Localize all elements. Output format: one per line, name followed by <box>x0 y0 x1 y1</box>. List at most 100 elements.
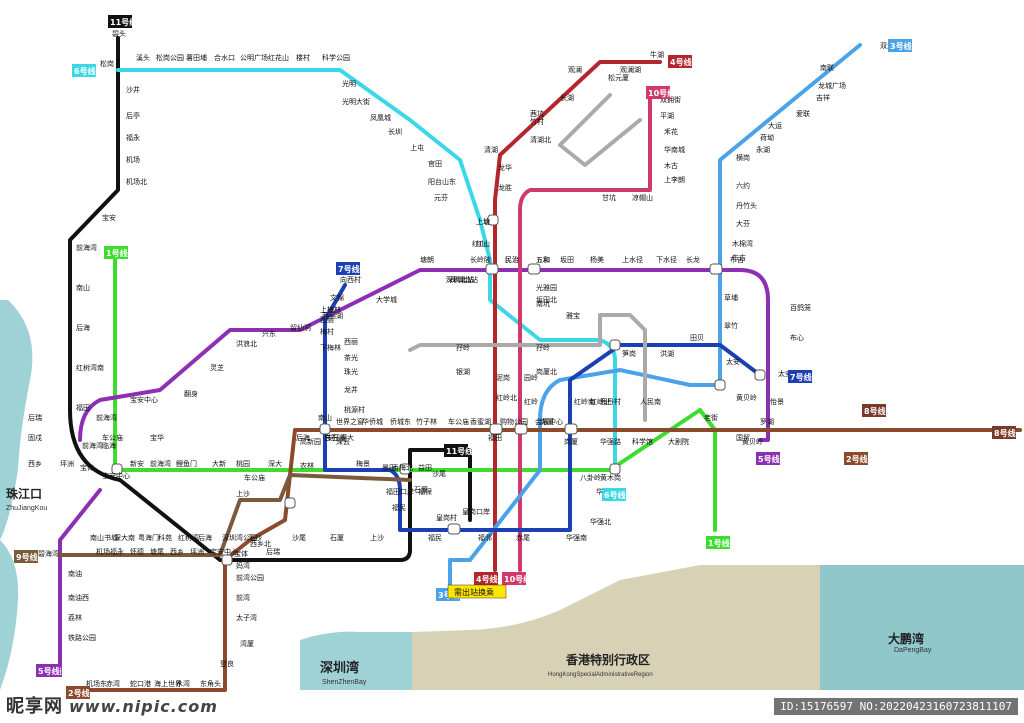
station-label[interactable]: 登良 <box>220 659 234 668</box>
station-label[interactable]: 湾厦 <box>240 639 254 648</box>
station-label[interactable]: 妈湾 <box>236 561 250 570</box>
station-label[interactable]: 楼村 <box>296 53 310 62</box>
interchange-marker[interactable] <box>111 463 123 475</box>
station-label[interactable]: 红树湾南 <box>76 363 104 372</box>
station-label[interactable]: 南油 <box>68 569 82 578</box>
station-label[interactable]: 福田口岸 <box>386 487 414 496</box>
station-label[interactable]: 杨美 <box>590 255 604 264</box>
station-label[interactable]: 民治 <box>505 255 519 264</box>
station-label[interactable]: 前湾公园 <box>236 573 264 582</box>
station-label[interactable]: 龙城广场 <box>818 81 846 90</box>
station-label[interactable]: 清湖 <box>484 145 498 154</box>
station-label[interactable]: 大芬 <box>736 219 750 228</box>
station-label[interactable]: 凤凰城 <box>370 114 391 122</box>
station-label[interactable]: 华强南 <box>566 533 587 542</box>
interchange-marker[interactable] <box>487 214 499 226</box>
station-label[interactable]: 后海 <box>76 323 90 332</box>
station-label[interactable]: 后瑞 <box>266 547 280 556</box>
station-label[interactable]: 官田 <box>428 159 442 168</box>
station-label[interactable]: 红山 <box>476 239 490 248</box>
station-label[interactable]: 坪洲 <box>190 548 204 556</box>
station-label[interactable]: 民治 <box>505 255 519 264</box>
line-badge-1b[interactable]: 1号线 <box>706 536 730 549</box>
line-badge-2a[interactable]: 2号线 <box>844 452 868 465</box>
station-label[interactable]: 珠光 <box>344 367 358 376</box>
station-label[interactable]: 后瑞 <box>28 413 42 422</box>
station-label[interactable]: 深圳北站 <box>446 275 474 284</box>
station-label[interactable]: 太安 <box>778 369 792 378</box>
station-label[interactable]: 丹竹头 <box>736 201 757 210</box>
station-label[interactable]: 科学馆 <box>632 437 653 446</box>
station-label[interactable]: 公明广场 <box>240 53 268 62</box>
station-label[interactable]: 水湾 <box>176 679 190 688</box>
station-label[interactable]: 前海湾 <box>150 459 171 468</box>
line-badge-4b[interactable]: 4号线 <box>474 572 498 585</box>
station-label[interactable]: 桃源村 <box>344 405 365 414</box>
station-label[interactable]: 福民 <box>428 533 442 542</box>
station-label[interactable]: 景田 <box>382 464 396 472</box>
station-label[interactable]: 雅宝 <box>566 311 580 320</box>
station-label[interactable]: 太安 <box>726 357 740 366</box>
interchange-marker[interactable] <box>514 423 528 435</box>
station-label[interactable]: 福保 <box>418 487 432 496</box>
station-label[interactable]: 大运 <box>768 121 782 130</box>
line-badge-2b[interactable]: 2号线 <box>66 686 90 699</box>
station-label[interactable]: 西丽 <box>344 338 358 346</box>
station-label[interactable]: 横岗 <box>736 153 750 162</box>
station-label[interactable]: 岗厦北 <box>536 368 557 376</box>
station-label[interactable]: 荔林 <box>68 613 82 622</box>
station-label[interactable]: 上李朗 <box>664 175 685 184</box>
station-label[interactable]: 福邻 <box>478 533 492 542</box>
line-badge-10b[interactable]: 10号线 <box>502 572 531 585</box>
station-label[interactable]: 农林 <box>300 461 314 470</box>
station-label[interactable]: 前湾 <box>236 593 250 602</box>
station-label[interactable]: 上塘 <box>476 217 490 226</box>
station-label[interactable]: 灵芝 <box>210 363 224 372</box>
station-label[interactable]: 黄贝岭 <box>736 393 757 402</box>
line-badge-10a[interactable]: 10号线 <box>646 86 675 99</box>
station-label[interactable]: 红树湾 <box>178 533 199 542</box>
station-label[interactable]: 长湖 <box>560 93 574 102</box>
station-label[interactable]: 松岗 <box>100 59 114 68</box>
station-label[interactable]: 福田 <box>76 403 90 412</box>
station-label[interactable]: 赤尾 <box>516 534 530 542</box>
station-label[interactable]: 高新园 <box>300 437 321 446</box>
station-label[interactable]: 香蜜湖 <box>470 417 491 426</box>
station-label[interactable]: 人民南 <box>640 397 661 406</box>
station-label[interactable]: 碧海湾 <box>38 549 59 558</box>
station-label[interactable]: 蛇口港 <box>130 679 151 688</box>
station-label[interactable]: 石厦 <box>330 534 344 542</box>
station-label[interactable]: 洪湖 <box>660 349 674 358</box>
station-label[interactable]: 南坑 <box>536 299 550 308</box>
line-badge-1a[interactable]: 1号线 <box>104 246 128 259</box>
station-label[interactable]: 世界之窗 <box>336 417 364 426</box>
interchange-marker[interactable] <box>485 263 499 275</box>
station-label[interactable]: 塘尾 <box>150 547 164 556</box>
station-label[interactable]: 铁路公园 <box>68 633 96 642</box>
station-label[interactable]: 笋岗 <box>622 349 636 358</box>
station-label[interactable]: 梅村 <box>320 327 334 336</box>
line-badge-9a[interactable]: 9号线 <box>14 550 38 563</box>
station-label[interactable]: 竹村 <box>530 117 544 126</box>
station-label[interactable]: 下沙 <box>248 534 262 542</box>
interchange-marker[interactable] <box>447 523 461 535</box>
line-badge-8b[interactable]: 8号线 <box>992 426 1016 439</box>
station-label[interactable]: 园岭 <box>524 373 538 382</box>
station-label[interactable]: 上屯 <box>410 143 424 152</box>
station-label[interactable]: 梅景 <box>356 459 370 468</box>
station-label[interactable]: 碧头 <box>112 29 126 38</box>
station-label[interactable]: 深大南 <box>114 533 135 542</box>
station-label[interactable]: 薯田埔 <box>186 53 207 62</box>
station-label[interactable]: 竹子林 <box>416 417 437 426</box>
station-label[interactable]: 宝安中心 <box>130 395 158 404</box>
station-label[interactable]: 孖岭 <box>536 343 550 352</box>
line-badge-3a[interactable]: 3号线 <box>888 39 912 52</box>
station-label[interactable]: 深圳北站 <box>450 275 478 284</box>
interchange-marker[interactable] <box>709 263 723 275</box>
station-label[interactable]: 留仙洞 <box>290 323 311 332</box>
interchange-marker[interactable] <box>564 423 578 435</box>
station-label[interactable]: 老街 <box>704 413 718 422</box>
station-label[interactable]: 会展中心 <box>535 417 563 426</box>
station-label[interactable]: 沙尾 <box>292 534 306 542</box>
station-label[interactable]: 宝体 <box>234 549 248 558</box>
